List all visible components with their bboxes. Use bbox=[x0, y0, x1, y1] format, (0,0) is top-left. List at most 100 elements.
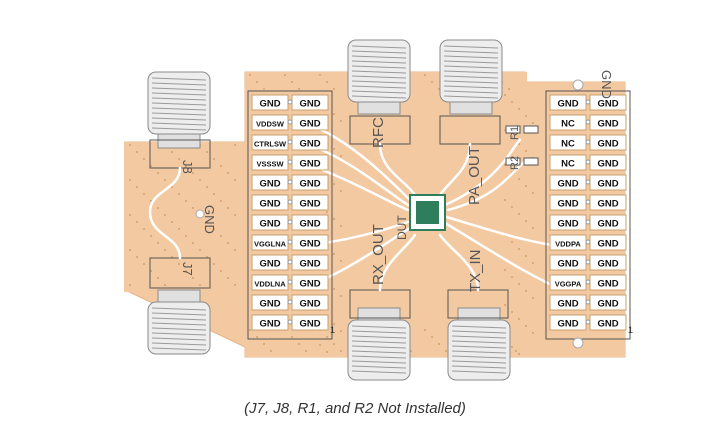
connector-thread bbox=[151, 102, 207, 106]
connector-thread bbox=[443, 85, 499, 89]
via bbox=[525, 115, 527, 117]
connector-thread bbox=[151, 347, 207, 351]
via bbox=[525, 325, 527, 327]
header-outline bbox=[247, 90, 333, 340]
header-pin-label: GND bbox=[299, 199, 320, 210]
via bbox=[508, 88, 510, 90]
via bbox=[445, 350, 447, 352]
connector-thread bbox=[443, 55, 499, 59]
header-pin bbox=[585, 299, 591, 305]
via bbox=[298, 88, 300, 90]
silk-rx-out: RX_OUT bbox=[370, 224, 387, 285]
connector-thread bbox=[443, 95, 499, 99]
header-pin bbox=[287, 99, 293, 105]
silk-tx-in: TX_IN bbox=[467, 249, 484, 292]
header-pin-label: CTRLSW bbox=[254, 140, 287, 149]
via bbox=[213, 193, 215, 195]
via bbox=[340, 155, 342, 157]
via bbox=[518, 283, 520, 285]
via bbox=[199, 249, 201, 251]
header-pin bbox=[287, 139, 293, 145]
header-pin bbox=[287, 259, 293, 265]
header-pin bbox=[287, 159, 293, 165]
resistor-r1 bbox=[505, 125, 539, 134]
via bbox=[340, 190, 342, 192]
dut-chip bbox=[409, 194, 446, 231]
via bbox=[129, 214, 131, 216]
via bbox=[438, 343, 440, 345]
connector-thread bbox=[151, 77, 207, 81]
via bbox=[511, 311, 513, 313]
via bbox=[234, 249, 236, 251]
via bbox=[220, 270, 222, 272]
header-pin-label: GND bbox=[299, 259, 320, 270]
header-pin-label: NC bbox=[561, 159, 575, 170]
via bbox=[511, 206, 513, 208]
via bbox=[333, 253, 335, 255]
header-pin-label: VDDPA bbox=[555, 240, 581, 249]
via bbox=[298, 343, 300, 345]
header-pin bbox=[287, 239, 293, 245]
connector-thread bbox=[151, 322, 207, 326]
via bbox=[157, 207, 159, 209]
via bbox=[340, 330, 342, 332]
connector-thread bbox=[351, 95, 407, 99]
via bbox=[263, 88, 265, 90]
via bbox=[518, 248, 520, 250]
connector-thread bbox=[151, 122, 207, 126]
header-pin bbox=[585, 199, 591, 205]
connector-thread bbox=[351, 360, 407, 364]
header-pin bbox=[287, 299, 293, 305]
via bbox=[171, 221, 173, 223]
header-pin bbox=[585, 279, 591, 285]
via bbox=[511, 136, 513, 138]
connector-thread bbox=[151, 107, 207, 111]
via bbox=[192, 172, 194, 174]
header-pin bbox=[287, 119, 293, 125]
via bbox=[164, 179, 166, 181]
via bbox=[424, 74, 426, 76]
header-pin-label: NC bbox=[561, 119, 575, 130]
sma-connector-pa-out bbox=[439, 39, 503, 115]
via bbox=[249, 329, 251, 331]
via bbox=[333, 288, 335, 290]
via bbox=[192, 207, 194, 209]
header-pin bbox=[287, 179, 293, 185]
connector-thread bbox=[351, 85, 407, 89]
header-pin-label: GND bbox=[597, 279, 618, 290]
via bbox=[143, 193, 145, 195]
via bbox=[532, 332, 534, 334]
connector-thread bbox=[443, 50, 499, 54]
via bbox=[518, 353, 520, 355]
silk-j7: J7 bbox=[180, 262, 195, 276]
connector-thread bbox=[351, 330, 407, 334]
via bbox=[256, 81, 258, 83]
via bbox=[234, 179, 236, 181]
sma-connector-j8 bbox=[147, 71, 211, 149]
via bbox=[234, 214, 236, 216]
resistor-r2 bbox=[505, 157, 539, 166]
connector-thread bbox=[151, 82, 207, 86]
via bbox=[129, 144, 131, 146]
header-pin-label: GND bbox=[597, 159, 618, 170]
connector-thread bbox=[351, 90, 407, 94]
pin-one-marker: 1 bbox=[628, 325, 633, 335]
header-pin bbox=[287, 219, 293, 225]
via bbox=[263, 343, 265, 345]
via bbox=[504, 94, 506, 96]
via bbox=[333, 183, 335, 185]
via bbox=[234, 144, 236, 146]
via bbox=[525, 185, 527, 187]
ground-vias bbox=[129, 74, 534, 355]
via bbox=[157, 277, 159, 279]
header-pin-label: GND bbox=[557, 99, 578, 110]
header-pin-label: GND bbox=[299, 119, 320, 130]
via bbox=[227, 172, 229, 174]
via bbox=[249, 74, 251, 76]
via bbox=[333, 323, 335, 325]
silk-rfc: RFC bbox=[370, 117, 387, 148]
connector-thread bbox=[151, 112, 207, 116]
via bbox=[504, 269, 506, 271]
via bbox=[157, 172, 159, 174]
